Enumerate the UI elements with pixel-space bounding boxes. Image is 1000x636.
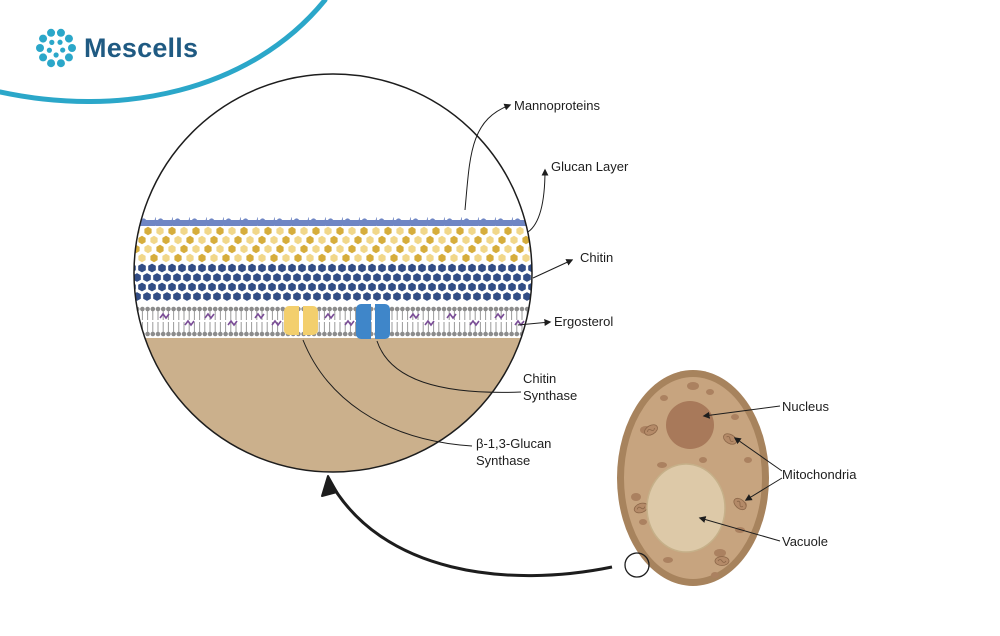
mitochondria-arrow-1 <box>733 437 783 472</box>
chitin-layer <box>134 263 532 301</box>
vacuole <box>646 463 726 553</box>
label-glucan-synthase-line1: β-1,3-Glucan <box>476 436 552 451</box>
zoom-origin-circle <box>624 552 650 578</box>
nucleus <box>666 401 714 449</box>
zoom-arrow-head <box>321 475 338 497</box>
chitin-arrow <box>532 259 574 279</box>
header-swoosh <box>0 0 328 105</box>
mitochondria-group <box>631 382 752 578</box>
glucan-layer-arrow <box>527 168 549 233</box>
mescells-logo-icon <box>36 28 76 68</box>
glucan-synthase-protein <box>284 306 318 335</box>
label-glucan-layer: Glucan Layer <box>551 159 629 174</box>
zoom-arrow <box>326 477 613 578</box>
label-mannoproteins: Mannoproteins <box>514 98 600 113</box>
chitin-synthase-line <box>376 340 522 393</box>
label-chitin-synthase-line1: Chitin <box>523 371 557 386</box>
mannoproteins-arrow <box>464 103 512 211</box>
yeast-cell <box>617 370 769 586</box>
mannoprotein-layer <box>136 217 532 226</box>
vacuole-arrow <box>698 516 781 542</box>
glucan-layer <box>134 226 532 263</box>
zoomed-cell-wall <box>134 74 532 472</box>
label-vacuole: Vacuole <box>782 534 829 549</box>
label-ergosterol: Ergosterol <box>554 314 614 329</box>
label-chitin: Chitin <box>580 250 614 265</box>
label-mitochondria: Mitochondria <box>782 467 857 482</box>
mitochondria-arrow-2 <box>744 477 783 501</box>
label-nucleus: Nucleus <box>782 399 829 414</box>
ergosterol-arrow <box>517 319 552 327</box>
label-chitin-synthase-line2: Synthase <box>523 388 578 403</box>
label-glucan-synthase-line2: Synthase <box>476 453 531 468</box>
brand-name: Mescells <box>84 33 199 63</box>
magnification-circle <box>133 73 533 473</box>
nucleus-arrow <box>702 405 781 419</box>
glucan-synthase-line <box>302 339 473 447</box>
chitin-synthase-protein <box>356 304 390 339</box>
